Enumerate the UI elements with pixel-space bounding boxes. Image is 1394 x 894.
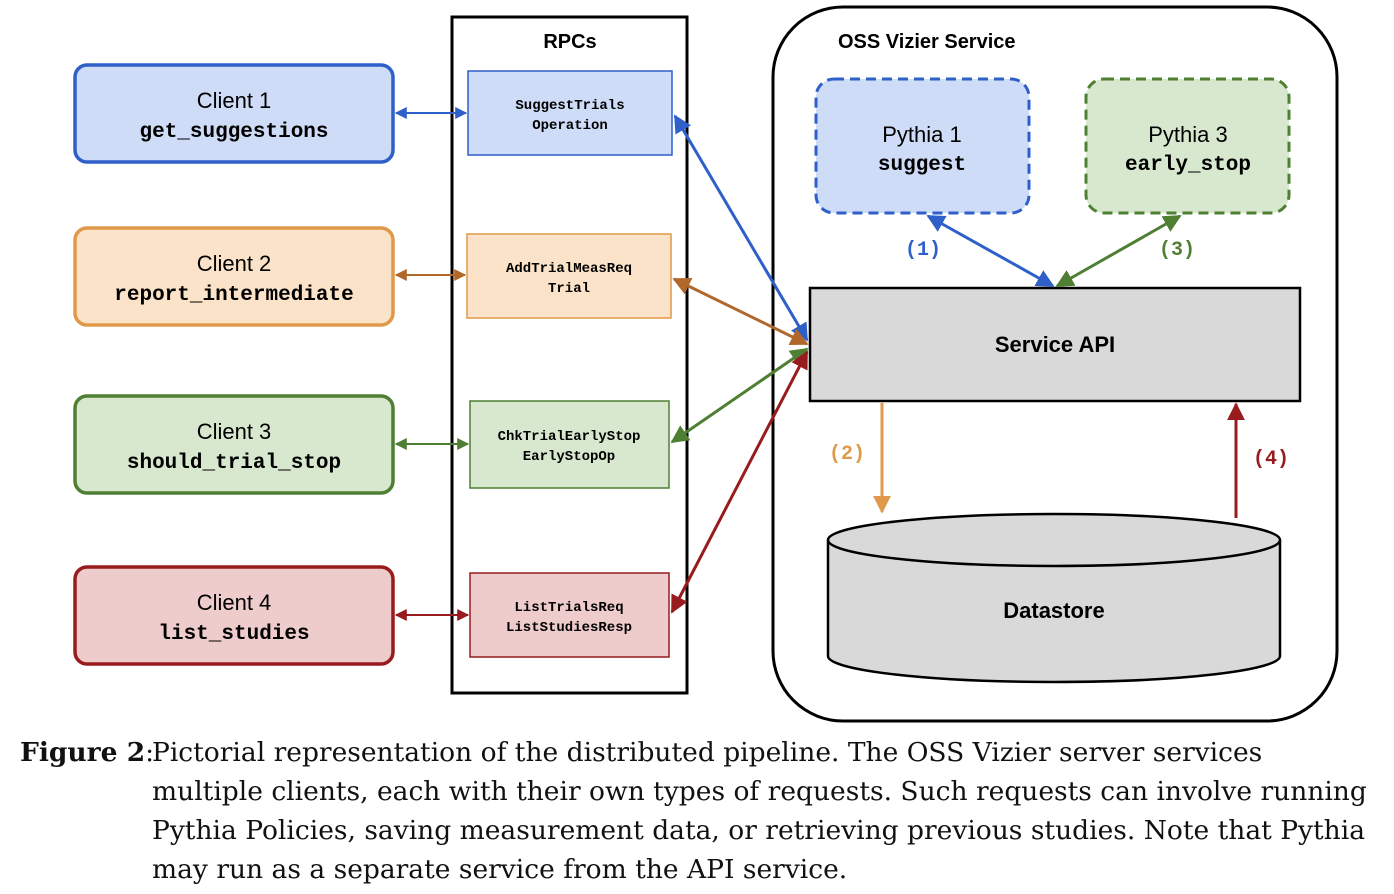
caption-figure-number: Figure 2	[20, 737, 146, 768]
pipeline-diagram: RPCs OSS Vizier Service Client 1 get_sug…	[73, 5, 1339, 723]
client-2-method: report_intermediate	[114, 284, 353, 307]
arrow-rpc4-service	[670, 350, 809, 614]
service-title: OSS Vizier Service	[838, 31, 1016, 53]
rpc-3: ChkTrialEarlyStop EarlyStopOp	[469, 400, 670, 489]
pythia-3: Pythia 3 early_stop	[1084, 77, 1291, 215]
client-3-name: Client 3	[197, 419, 272, 444]
rpc-3-line1: ChkTrialEarlyStop	[498, 429, 641, 445]
client-4-method: list_studies	[158, 623, 309, 646]
caption-label: Figure 2:	[20, 737, 155, 768]
caption-text: Pictorial representation of the distribu…	[152, 737, 1367, 885]
arrow-pythia1-service	[926, 214, 1055, 288]
client-2-name: Client 2	[197, 251, 272, 276]
arrow-rpc2-service	[672, 277, 809, 346]
step-3-label: (3)	[1159, 239, 1195, 262]
client-3-method: should_trial_stop	[127, 452, 341, 475]
pythia-1-name: Pythia 1	[882, 122, 962, 147]
client-2: Client 2 report_intermediate	[73, 226, 395, 327]
rpc-4-line2: ListStudiesResp	[506, 620, 632, 636]
rpc-4-line1: ListTrialsReq	[514, 600, 623, 616]
rpc-1-line2: Operation	[532, 118, 608, 134]
datastore: Datastore	[826, 512, 1282, 684]
step-2-label: (2)	[829, 443, 865, 466]
arrow-rpc1-service	[673, 114, 809, 342]
client-4: Client 4 list_studies	[73, 565, 395, 666]
rpc-1-line1: SuggestTrials	[515, 98, 624, 114]
rpcs-title: RPCs	[543, 31, 596, 53]
pythia-3-name: Pythia 3	[1148, 122, 1228, 147]
pythia-3-method: early_stop	[1125, 154, 1251, 177]
step-4-label: (4)	[1253, 448, 1289, 471]
figure-caption: Figure 2: Pictorial representation of th…	[20, 733, 1380, 889]
client-4-name: Client 4	[197, 590, 272, 615]
arrow-rpc3-service	[670, 347, 809, 444]
client-1: Client 1 get_suggestions	[73, 63, 395, 164]
client-1-name: Client 1	[197, 88, 272, 113]
arrow-pythia3-service	[1055, 214, 1182, 288]
rpc-1: SuggestTrials Operation	[467, 70, 673, 156]
rpc-3-line2: EarlyStopOp	[523, 449, 615, 465]
pythia-1-method: suggest	[878, 154, 966, 177]
rpc-4: ListTrialsReq ListStudiesResp	[469, 572, 670, 658]
datastore-label: Datastore	[1003, 598, 1104, 623]
pythia-1: Pythia 1 suggest	[814, 77, 1031, 215]
client-3: Client 3 should_trial_stop	[73, 394, 395, 495]
service-api: Service API	[808, 286, 1302, 403]
client-1-method: get_suggestions	[139, 121, 328, 144]
rpc-2: AddTrialMeasReq Trial	[466, 233, 672, 319]
service-api-label: Service API	[995, 332, 1115, 357]
rpc-2-line1: AddTrialMeasReq	[506, 261, 632, 277]
rpc-2-line2: Trial	[548, 281, 590, 297]
step-1-label: (1)	[905, 239, 941, 262]
